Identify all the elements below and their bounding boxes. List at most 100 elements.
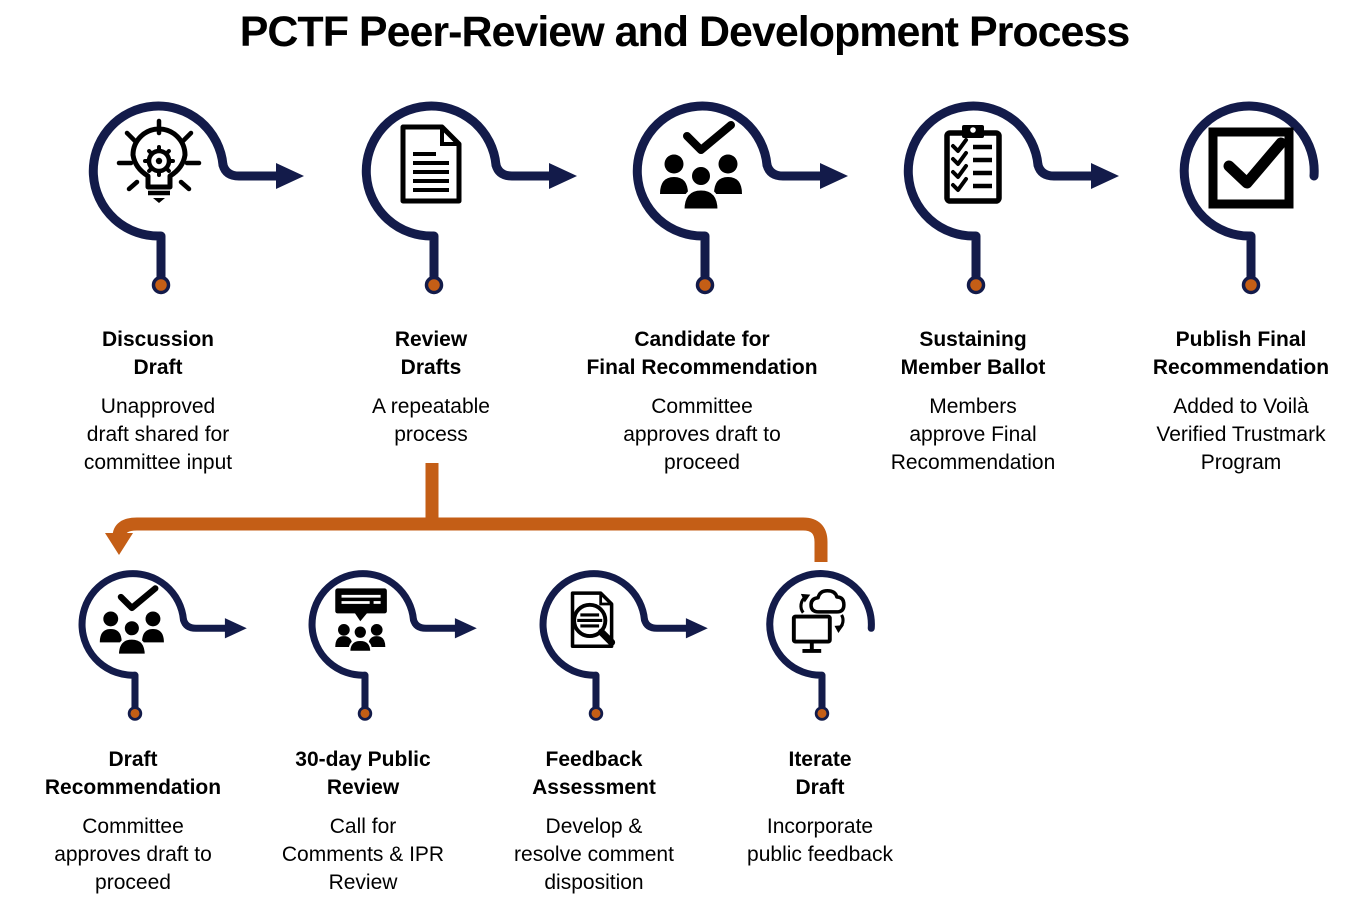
loop-circle <box>308 570 417 711</box>
step-publish-final-recommendation-text: Publish Final Recommendation Added to Vo… <box>1113 326 1369 477</box>
flow-arrow-line <box>762 160 827 181</box>
step-draft-recommendation-text: Draft Recommendation Committee approves … <box>23 746 243 897</box>
step-publish-final-recommendation <box>1163 81 1369 301</box>
step-public-review <box>296 554 484 726</box>
step-desc-line: Review <box>328 871 398 894</box>
step-desc-line: Added to Voilà <box>1173 395 1309 418</box>
connector-dot <box>151 275 171 295</box>
step-heading-line: Candidate for <box>634 328 770 351</box>
checkbox-icon <box>1208 127 1294 209</box>
step-sustaining-member-ballot-text: Sustaining Member Ballot Members approve… <box>837 326 1109 477</box>
step-desc-line: resolve comment <box>514 843 674 866</box>
step-desc-line: approves draft to <box>623 423 781 446</box>
step-review-drafts-text: Review Drafts A repeatable process <box>295 326 567 449</box>
step-desc-line: Program <box>1200 451 1282 474</box>
branch-connector <box>105 463 828 562</box>
branch-arrow-head <box>105 533 133 555</box>
branch-bar <box>112 517 828 562</box>
step-heading-line: Iterate <box>788 748 852 771</box>
flow-arrow-head <box>1091 163 1119 189</box>
step-heading-line: Final Recommendation <box>586 356 818 379</box>
loop-circle <box>88 101 228 282</box>
loop-circle <box>632 101 772 282</box>
step-heading-line: 30-day Public <box>295 748 431 771</box>
connector-dot <box>127 706 143 721</box>
step-sustaining-member-ballot <box>888 81 1128 301</box>
loop-circle <box>1179 101 1319 282</box>
diagram-title: PCTF Peer-Review and Development Process <box>239 8 1131 56</box>
public-comments-icon <box>335 588 387 653</box>
feedback-magnifier-icon <box>570 591 616 649</box>
step-discussion-draft <box>73 81 313 301</box>
loop-circle <box>539 570 648 711</box>
flow-arrow-line <box>640 616 691 632</box>
flow-arrow-line <box>1033 160 1098 181</box>
connector-dot <box>966 275 986 295</box>
connector-dot <box>357 706 373 721</box>
loop-circle <box>78 570 187 711</box>
connector-dot <box>424 275 444 295</box>
step-desc-line: Verified Trustmark <box>1156 423 1326 446</box>
step-desc-line: A repeatable <box>372 395 490 418</box>
ballot-checklist-icon <box>944 125 1002 204</box>
step-desc-line: Recommendation <box>890 451 1056 474</box>
flow-arrow-line <box>218 160 283 181</box>
step-desc-line: committee input <box>83 451 233 474</box>
connector-dot <box>1241 275 1261 295</box>
step-heading-line: Publish Final <box>1175 328 1307 351</box>
group-approval-icon <box>99 585 164 657</box>
cloud-sync-icon <box>791 588 846 653</box>
connector-dot <box>695 275 715 295</box>
step-iterate-draft-text: Iterate Draft Incorporate public feedbac… <box>710 746 930 869</box>
step-heading-line: Member Ballot <box>900 356 1046 379</box>
step-heading-line: Review <box>394 328 468 351</box>
step-heading-line: Discussion <box>101 328 215 351</box>
flow-arrow-line <box>491 160 556 181</box>
flow-arrow-head <box>549 163 577 189</box>
step-heading-line: Review <box>326 776 400 799</box>
flow-arrow-head <box>276 163 304 189</box>
step-desc-line: Committee <box>651 395 753 418</box>
loop-circle <box>361 101 501 282</box>
step-desc-line: Members <box>929 395 1017 418</box>
step-public-review-text: 30-day Public Review Call for Comments &… <box>253 746 473 897</box>
flow-arrow-head <box>224 618 247 639</box>
step-desc-line: proceed <box>664 451 740 474</box>
group-approval-icon <box>660 121 742 212</box>
step-heading-line: Draft <box>108 748 158 771</box>
step-desc-line: proceed <box>95 871 171 894</box>
flow-arrow-head <box>685 618 708 639</box>
step-desc-line: Develop & <box>545 815 643 838</box>
flow-arrow-line <box>409 616 460 632</box>
step-desc-line: Call for <box>329 815 397 838</box>
flow-arrow-head <box>454 618 477 639</box>
step-heading-line: Draft <box>795 776 845 799</box>
step-desc-line: approve Final <box>909 423 1037 446</box>
loop-circle <box>903 101 1043 282</box>
step-desc-line: Comments & IPR <box>281 843 445 866</box>
idea-lightbulb-icon <box>116 118 202 203</box>
step-heading-line: Draft <box>133 356 183 379</box>
step-desc-line: Committee <box>82 815 184 838</box>
step-desc-line: public feedback <box>747 843 893 866</box>
step-review-drafts <box>346 81 586 301</box>
step-heading-line: Feedback <box>545 748 643 771</box>
step-heading-line: Drafts <box>400 356 462 379</box>
step-desc-line: disposition <box>544 871 644 894</box>
step-draft-recommendation <box>66 554 254 726</box>
document-icon <box>400 124 462 204</box>
step-heading-line: Recommendation <box>44 776 222 799</box>
step-desc-line: Unapproved <box>100 395 216 418</box>
flow-arrow-head <box>820 163 848 189</box>
step-feedback-assessment <box>527 554 715 726</box>
connector-dot <box>588 706 604 721</box>
connector-dot <box>814 706 830 721</box>
step-discussion-draft-text: Discussion Draft Unapproved draft shared… <box>22 326 294 477</box>
step-desc-line: Incorporate <box>766 815 874 838</box>
step-candidate-final-recommendation <box>617 81 857 301</box>
step-desc-line: process <box>394 423 468 446</box>
step-desc-line: draft shared for <box>86 423 230 446</box>
flow-arrow-line <box>179 616 230 632</box>
step-heading-line: Assessment <box>532 776 656 799</box>
